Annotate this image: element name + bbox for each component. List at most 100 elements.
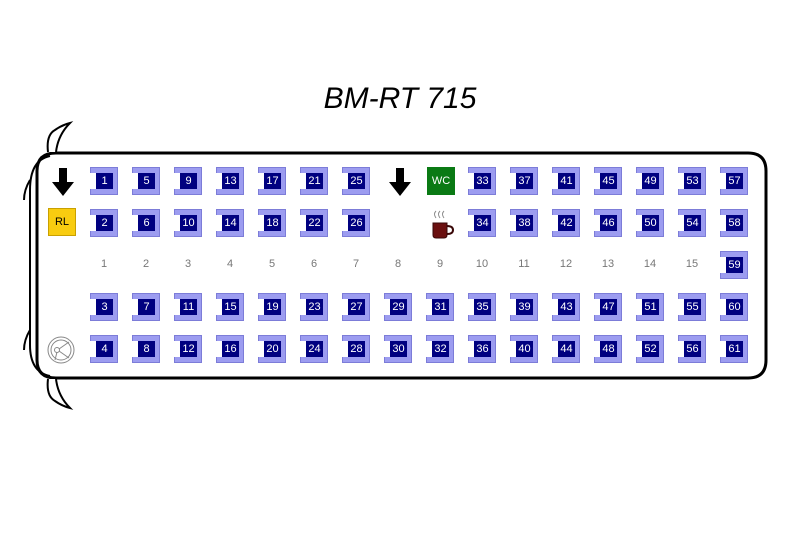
seat-number: 4 bbox=[96, 341, 113, 357]
seat-61[interactable]: 61 bbox=[720, 335, 748, 363]
seat-2[interactable]: 2 bbox=[90, 209, 118, 237]
seat-33[interactable]: 33 bbox=[468, 167, 496, 195]
seat-60[interactable]: 60 bbox=[720, 293, 748, 321]
seat-21[interactable]: 21 bbox=[300, 167, 328, 195]
seat-number: 24 bbox=[306, 341, 323, 357]
seat-23[interactable]: 23 bbox=[300, 293, 328, 321]
seat-notch bbox=[90, 215, 96, 231]
seat-number: 12 bbox=[180, 341, 197, 357]
seat-8[interactable]: 8 bbox=[132, 335, 160, 363]
seat-number: 15 bbox=[222, 299, 239, 315]
seat-notch bbox=[510, 173, 516, 189]
row-number: 4 bbox=[226, 258, 234, 270]
seat-16[interactable]: 16 bbox=[216, 335, 244, 363]
coffee-icon bbox=[432, 210, 455, 239]
seat-1[interactable]: 1 bbox=[90, 167, 118, 195]
seat-34[interactable]: 34 bbox=[468, 209, 496, 237]
seat-25[interactable]: 25 bbox=[342, 167, 370, 195]
seat-20[interactable]: 20 bbox=[258, 335, 286, 363]
seat-number: 18 bbox=[264, 215, 281, 231]
seat-number: 56 bbox=[684, 341, 701, 357]
seat-14[interactable]: 14 bbox=[216, 209, 244, 237]
seat-6[interactable]: 6 bbox=[132, 209, 160, 237]
seat-number: 13 bbox=[222, 173, 239, 189]
seat-number: 9 bbox=[180, 173, 197, 189]
seat-28[interactable]: 28 bbox=[342, 335, 370, 363]
seat-number: 45 bbox=[600, 173, 617, 189]
seat-26[interactable]: 26 bbox=[342, 209, 370, 237]
seat-5[interactable]: 5 bbox=[132, 167, 160, 195]
seat-46[interactable]: 46 bbox=[594, 209, 622, 237]
seat-18[interactable]: 18 bbox=[258, 209, 286, 237]
row-number: 10 bbox=[475, 258, 489, 270]
seat-37[interactable]: 37 bbox=[510, 167, 538, 195]
seat-36[interactable]: 36 bbox=[468, 335, 496, 363]
seat-notch bbox=[720, 341, 726, 357]
seat-45[interactable]: 45 bbox=[594, 167, 622, 195]
seat-number: 14 bbox=[222, 215, 239, 231]
seat-38[interactable]: 38 bbox=[510, 209, 538, 237]
seat-3[interactable]: 3 bbox=[90, 293, 118, 321]
seat-58[interactable]: 58 bbox=[720, 209, 748, 237]
seat-27[interactable]: 27 bbox=[342, 293, 370, 321]
vehicle-title: BM-RT 715 bbox=[323, 82, 477, 115]
seat-52[interactable]: 52 bbox=[636, 335, 664, 363]
seat-9[interactable]: 9 bbox=[174, 167, 202, 195]
seat-notch bbox=[90, 341, 96, 357]
seat-notch bbox=[174, 341, 180, 357]
seat-12[interactable]: 12 bbox=[174, 335, 202, 363]
seat-50[interactable]: 50 bbox=[636, 209, 664, 237]
seat-29[interactable]: 29 bbox=[384, 293, 412, 321]
seat-notch bbox=[300, 341, 306, 357]
seat-39[interactable]: 39 bbox=[510, 293, 538, 321]
seat-56[interactable]: 56 bbox=[678, 335, 706, 363]
seat-number: 34 bbox=[474, 215, 491, 231]
seat-number: 60 bbox=[726, 299, 743, 315]
seat-42[interactable]: 42 bbox=[552, 209, 580, 237]
seat-number: 42 bbox=[558, 215, 575, 231]
seat-43[interactable]: 43 bbox=[552, 293, 580, 321]
seat-notch bbox=[342, 173, 348, 189]
seat-notch bbox=[216, 215, 222, 231]
seat-44[interactable]: 44 bbox=[552, 335, 580, 363]
seat-32[interactable]: 32 bbox=[426, 335, 454, 363]
seat-19[interactable]: 19 bbox=[258, 293, 286, 321]
seat-57[interactable]: 57 bbox=[720, 167, 748, 195]
seat-35[interactable]: 35 bbox=[468, 293, 496, 321]
seat-55[interactable]: 55 bbox=[678, 293, 706, 321]
seat-number: 49 bbox=[642, 173, 659, 189]
seat-7[interactable]: 7 bbox=[132, 293, 160, 321]
seat-number: 36 bbox=[474, 341, 491, 357]
seat-number: 6 bbox=[138, 215, 155, 231]
seat-17[interactable]: 17 bbox=[258, 167, 286, 195]
seat-notch bbox=[510, 299, 516, 315]
seat-notch bbox=[552, 173, 558, 189]
seat-notch bbox=[510, 341, 516, 357]
seat-31[interactable]: 31 bbox=[426, 293, 454, 321]
seat-number: 59 bbox=[726, 257, 743, 273]
seat-24[interactable]: 24 bbox=[300, 335, 328, 363]
seat-30[interactable]: 30 bbox=[384, 335, 412, 363]
seat-41[interactable]: 41 bbox=[552, 167, 580, 195]
seat-15[interactable]: 15 bbox=[216, 293, 244, 321]
seat-notch bbox=[216, 299, 222, 315]
seat-notch bbox=[174, 299, 180, 315]
row-number: 8 bbox=[394, 258, 402, 270]
seat-10[interactable]: 10 bbox=[174, 209, 202, 237]
seat-4[interactable]: 4 bbox=[90, 335, 118, 363]
seat-47[interactable]: 47 bbox=[594, 293, 622, 321]
seat-11[interactable]: 11 bbox=[174, 293, 202, 321]
seat-40[interactable]: 40 bbox=[510, 335, 538, 363]
seat-notch bbox=[636, 215, 642, 231]
seat-54[interactable]: 54 bbox=[678, 209, 706, 237]
seat-13[interactable]: 13 bbox=[216, 167, 244, 195]
seat-number: 47 bbox=[600, 299, 617, 315]
seat-48[interactable]: 48 bbox=[594, 335, 622, 363]
seat-notch bbox=[258, 299, 264, 315]
seat-51[interactable]: 51 bbox=[636, 293, 664, 321]
seat-53[interactable]: 53 bbox=[678, 167, 706, 195]
row-number: 5 bbox=[268, 258, 276, 270]
seat-59[interactable]: 59 bbox=[720, 251, 748, 279]
seat-22[interactable]: 22 bbox=[300, 209, 328, 237]
seat-49[interactable]: 49 bbox=[636, 167, 664, 195]
